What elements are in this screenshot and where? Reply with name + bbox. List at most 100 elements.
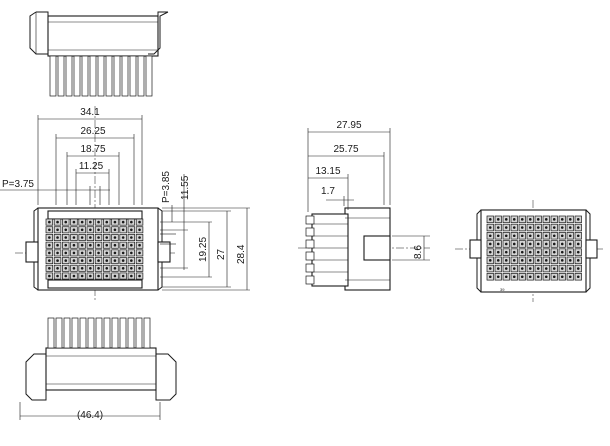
contact-hole [138, 236, 141, 239]
bottom-pins [47, 317, 151, 349]
contact-hole [576, 242, 580, 246]
contact-hole [64, 274, 68, 278]
contact-hole [496, 234, 500, 238]
contact-hole [560, 250, 564, 254]
contact-hole [56, 251, 59, 255]
contact-hole [544, 275, 548, 279]
contact-hole [64, 228, 68, 232]
contact-hole [138, 251, 141, 255]
contact-hole [560, 267, 564, 270]
contact-hole [520, 218, 524, 221]
contact-hole [138, 259, 141, 262]
contact-hole [138, 274, 141, 278]
contact-hole [72, 228, 76, 232]
contact-leg [113, 55, 121, 97]
contact-hole [520, 275, 524, 279]
contact-hole [496, 275, 500, 279]
contact-hole [56, 259, 59, 262]
contact-hole [512, 250, 516, 254]
contact-hole [520, 242, 524, 246]
dim-27-95: 27.95 [336, 120, 361, 131]
dim-flange-width: (46.4) [77, 410, 103, 421]
contact-hole [552, 267, 556, 270]
dim-18-75: 18.75 [80, 144, 105, 155]
contact-hole [568, 218, 572, 221]
contact-hole [504, 275, 508, 279]
contact-hole [544, 267, 548, 270]
contact-hole [536, 250, 540, 254]
contact-hole [80, 228, 84, 232]
contact-hole [48, 267, 51, 270]
contact-hole [560, 259, 564, 262]
contact-hole [488, 250, 492, 254]
contact-leg [121, 55, 129, 97]
dim-pitch-vertical: P=3.85 [161, 171, 172, 203]
contact-hole [72, 259, 76, 262]
contact-hole [520, 226, 524, 229]
contact-leg [79, 317, 87, 349]
contact-hole [48, 228, 51, 232]
contact-hole [72, 274, 76, 278]
contact-hole [113, 228, 117, 232]
contact-hole [80, 267, 84, 270]
contact-hole [89, 267, 92, 270]
dim-34-1: 34.1 [80, 107, 100, 118]
contact-leg [63, 317, 71, 349]
contact-hole [512, 226, 516, 229]
contact-hole [536, 218, 540, 221]
contact-hole [105, 251, 109, 255]
contact-hole [89, 243, 92, 247]
contact-hole [48, 243, 51, 247]
contact-hole [105, 267, 109, 270]
contact-leg [105, 55, 113, 97]
contact-hole [496, 250, 500, 254]
contact-hole [488, 234, 492, 238]
contact-hole [121, 220, 125, 224]
dim-pitch-horizontal: P=3.75 [2, 179, 34, 190]
contact-hole [113, 236, 117, 239]
contact-hole [121, 236, 125, 239]
dim-11-25: 11.25 [79, 161, 104, 172]
contact-hole [56, 267, 59, 270]
contact-leg [65, 55, 73, 97]
contact-hole [528, 218, 532, 221]
contact-hole [64, 259, 68, 262]
contact-hole [512, 259, 516, 262]
contact-hole [504, 242, 508, 246]
contact-hole [520, 234, 524, 238]
contact-hole [72, 243, 76, 247]
contact-leg [97, 55, 105, 97]
contact-hole [528, 234, 532, 238]
contact-hole [512, 275, 516, 279]
contact-hole [80, 274, 84, 278]
contact-hole [504, 259, 508, 262]
contact-leg [71, 317, 79, 349]
contact-hole [130, 251, 133, 255]
contact-leg [137, 55, 145, 97]
housing-code: 39 [500, 287, 505, 292]
contact-hole [552, 259, 556, 262]
contact-hole [544, 259, 548, 262]
contact-hole [528, 259, 532, 262]
contact-hole [520, 259, 524, 262]
contact-leg [111, 317, 119, 349]
contact-hole [568, 267, 572, 270]
contact-hole [97, 220, 100, 224]
contact-hole [568, 275, 572, 279]
front-cell-grid [486, 215, 582, 281]
contact-hole [576, 226, 580, 229]
contact-hole [568, 250, 572, 254]
contact-hole [576, 267, 580, 270]
contact-hole [130, 274, 133, 278]
contact-hole [496, 218, 500, 221]
contact-leg [103, 317, 111, 349]
contact-leg [129, 55, 137, 97]
contact-hole [130, 220, 133, 224]
dim-28-4: 28.4 [236, 244, 247, 264]
contact-hole [576, 234, 580, 238]
contact-hole [536, 275, 540, 279]
contact-leg [135, 317, 143, 349]
contact-hole [504, 267, 508, 270]
contact-hole [512, 218, 516, 221]
